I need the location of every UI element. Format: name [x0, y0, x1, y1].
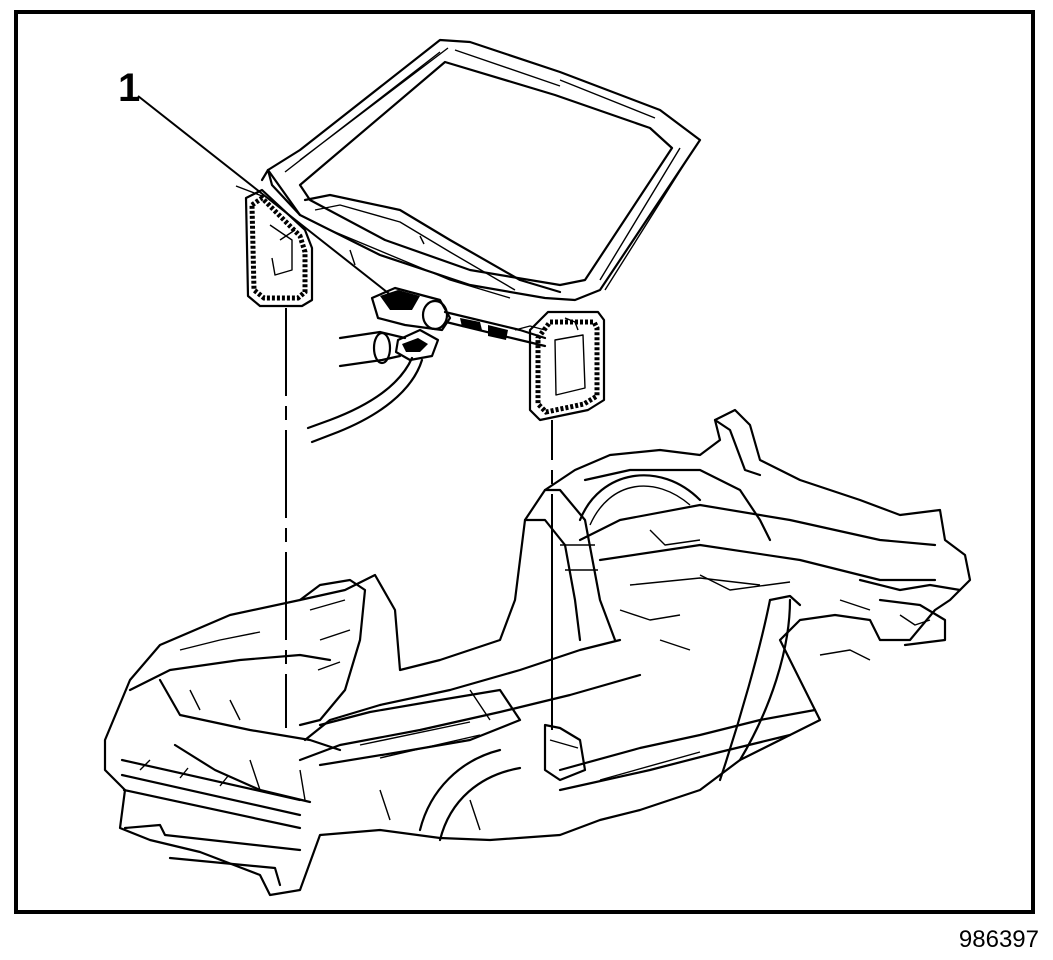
- figure-id: 986397: [958, 926, 1039, 953]
- figure-border: [14, 10, 1035, 914]
- callout-leader-line: [137, 95, 393, 297]
- right-pillar-seal: [528, 310, 606, 422]
- wiper-motor-module: [306, 286, 547, 444]
- callout-number-1: 1: [118, 66, 141, 110]
- left-pillar-seal: [244, 188, 314, 308]
- windshield-frame: [235, 38, 702, 302]
- vehicle-body-structure: [103, 408, 972, 897]
